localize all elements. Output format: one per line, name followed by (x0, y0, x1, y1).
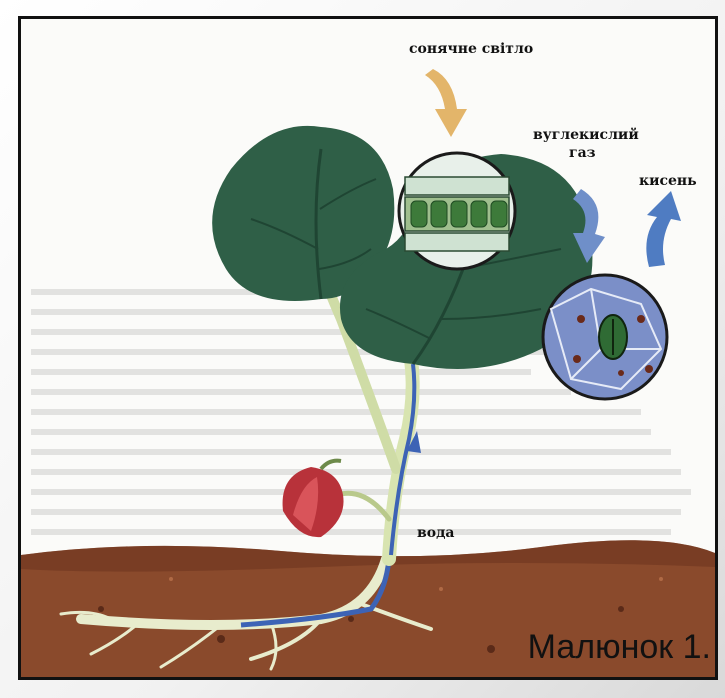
oxygen-arrow (646, 191, 681, 267)
label-carbon-dioxide-1: вуглекислий (533, 127, 639, 143)
label-oxygen: кисень (639, 173, 697, 189)
sunlight-arrow (425, 69, 467, 137)
label-sunlight: сонячне світло (409, 41, 533, 57)
plant-illustration (21, 19, 715, 677)
leaf-cells-magnifier (399, 153, 515, 269)
figure-caption: Малюнок 1. (528, 628, 711, 667)
label-water: вода (417, 525, 454, 541)
figure-panel: сонячне світло вуглекислий газ кисень во… (18, 16, 718, 680)
stoma-magnifier (543, 275, 667, 399)
label-carbon-dioxide-2: газ (569, 145, 596, 161)
